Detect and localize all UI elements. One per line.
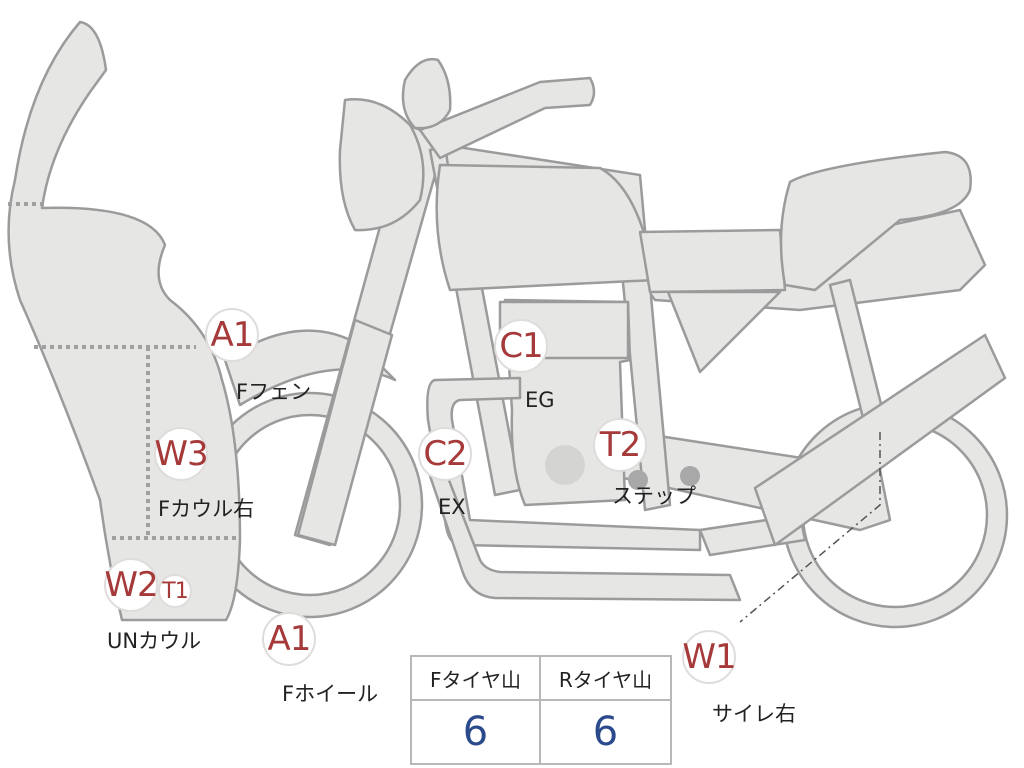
handlebar [418, 76, 596, 160]
marker-w3-front-cowl-right: W3 [154, 427, 209, 481]
rear-tire-value: 6 [592, 709, 619, 755]
step-peg-right [680, 466, 700, 486]
label-under-cowl: UNカウル [107, 629, 202, 653]
exhaust-pipe-lower [426, 468, 742, 602]
label-exhaust: EX [438, 495, 466, 519]
marker-a1-front-fender: A1 [205, 308, 259, 362]
headlight [338, 98, 425, 232]
rear-tire-header: Rタイヤ山 [541, 657, 670, 701]
label-engine: EG [525, 388, 555, 412]
seat [779, 150, 972, 292]
marker-t2-step: T2 [593, 418, 647, 472]
side-cover [638, 228, 787, 294]
fork-lower [296, 318, 394, 547]
step-peg-left [628, 470, 648, 490]
marker-w1-silencer-right: W1 [682, 630, 737, 684]
marker-w2-under-cowl: W2 [104, 558, 159, 612]
label-front-fender: Fフェン [236, 380, 312, 404]
front-tire-value: 6 [412, 701, 541, 763]
marker-c2-exhaust: C2 [418, 427, 472, 481]
mirror [401, 57, 452, 130]
marker-a1-front-wheel: A1 [262, 612, 316, 666]
label-step: ステップ [612, 484, 696, 508]
label-silencer-right: サイレ右 [712, 702, 796, 726]
engine-cover [545, 445, 585, 485]
marker-t1-under-cowl: T1 [158, 574, 192, 608]
marker-c1-engine: C1 [494, 319, 548, 373]
label-front-wheel: Fホイール [282, 682, 379, 706]
front-cowl [7, 20, 242, 622]
tire-tread-table: Fタイヤ山 Rタイヤ山 6 6 [410, 655, 672, 765]
side-panel-lower [666, 290, 782, 374]
label-front-cowl-right: Fカウル右 [158, 497, 255, 521]
front-tire-header: Fタイヤ山 [412, 657, 541, 701]
silencer-leader-line [739, 432, 881, 623]
